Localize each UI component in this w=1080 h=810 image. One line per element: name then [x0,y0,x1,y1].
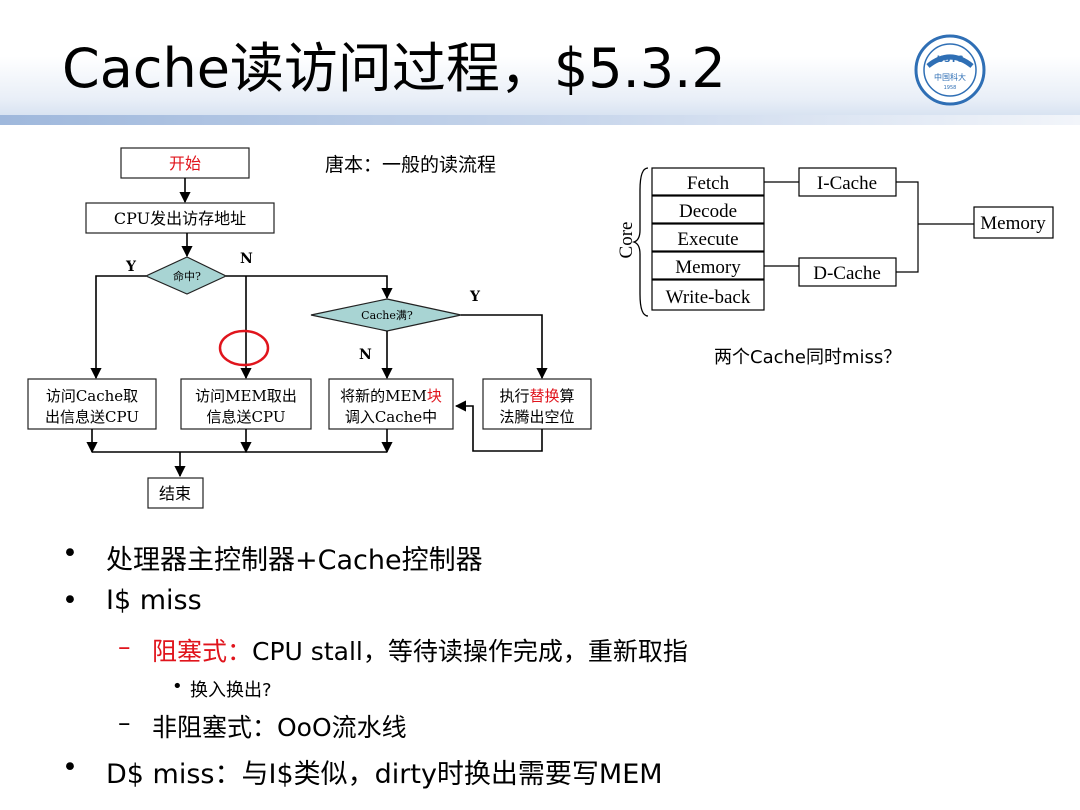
ustc-logo-icon: USTC 中国科大 1958 [914,34,986,106]
stage-execute: Execute [677,229,738,250]
bullet-3-text: D$ miss：与I$类似，dirty时换出需要写MEM [106,759,663,790]
logo-text-bottom: 中国科大 [934,72,966,82]
stage-memory: Memory [675,257,741,278]
sub-bullet-nonblocking: – 非阻塞式：OoO流水线 [118,708,407,742]
access-cache-line1: 访问Cache取 [46,387,138,405]
end-label: 结束 [159,484,191,503]
bullet-1: • 处理器主控制器+Cache控制器 [62,538,483,576]
dcache-label: D-Cache [813,263,881,284]
replace-box [482,378,592,430]
full-no: N [359,347,372,363]
bullet-2: • I$ miss [62,585,202,616]
stage-fetch: Fetch [687,173,730,194]
hit-question: 命中? [173,269,201,283]
stage-stack [651,167,765,311]
memory-label: Memory [980,213,1046,234]
stage-writeback: Write-back [666,287,751,308]
core-label: Core [616,222,637,259]
sub-bullet-nonblocking-text: 非阻塞式：OoO流水线 [152,713,407,742]
bullet-dot: • [62,752,78,783]
logo-year: 1958 [944,85,957,91]
replace-line2: 法腾出空位 [499,408,574,426]
load-block-line1: 将新的MEM块 [340,387,442,405]
access-mem-box [180,378,312,430]
pipeline-diagram: Core Fetch Decode Execute Memory Write-b… [616,167,1054,317]
small-bullet-dot: • [172,676,183,697]
core-brace [631,167,649,317]
load-block-box [328,378,454,430]
sub-bullet-blocking: – 阻塞式：CPU stall，等待读操作完成，重新取指 [118,632,688,666]
access-mem-line2: 信息送CPU [207,408,286,426]
bullet-dot: • [62,585,78,616]
hit-no: N [240,251,253,267]
dash-marker: – [118,632,131,661]
access-mem-line1: 访问MEM取出 [195,387,297,405]
sub-sub-bullet: • 换入换出? [172,676,272,701]
logo-text-top: USTC [937,55,964,65]
cache-full-question: Cache满? [361,309,413,322]
read-flowchart: 开始 唐本：一般的读流程 CPU发出访存地址 命中? Y N Cache满? Y… [27,147,592,509]
full-yes: Y [469,289,481,305]
icache-label: I-Cache [817,173,877,194]
memory-box [973,206,1054,239]
dcache-box [798,257,897,287]
start-label: 开始 [169,154,201,173]
pipeline-caption: 两个Cache同时miss？ [714,347,902,368]
bullet-1-text: 处理器主控制器+Cache控制器 [106,545,483,576]
slide-title: Cache读访问过程，$5.3.2 [62,37,726,100]
access-cache-line2: 出信息送CPU [45,408,139,426]
replace-line1: 执行替换算 [499,387,574,405]
bullet-dot: • [62,538,78,569]
cpu-address-label: CPU发出访存地址 [114,209,246,228]
load-block-line2: 调入Cache中 [345,408,437,426]
bullet-2-text: I$ miss [106,585,202,616]
flow-note: 唐本：一般的读流程 [325,154,496,176]
icache-box [798,167,897,197]
stage-decode: Decode [679,201,737,222]
cpu-address-box [85,202,275,234]
hit-yes: Y [125,259,137,275]
end-box [147,477,204,509]
highlight-circle [218,329,270,367]
dash-marker: – [118,708,131,737]
hit-diamond [144,256,228,295]
sub-bullet-blocking-text: 阻塞式：CPU stall，等待读操作完成，重新取指 [152,637,688,666]
bullet-3: • D$ miss：与I$类似，dirty时换出需要写MEM [62,752,663,790]
sub-sub-bullet-text: 换入换出? [190,680,272,701]
bullet-list: • 处理器主控制器+Cache控制器 • I$ miss – 阻塞式：CPU s… [0,530,1080,800]
title-header-band [0,0,1080,125]
